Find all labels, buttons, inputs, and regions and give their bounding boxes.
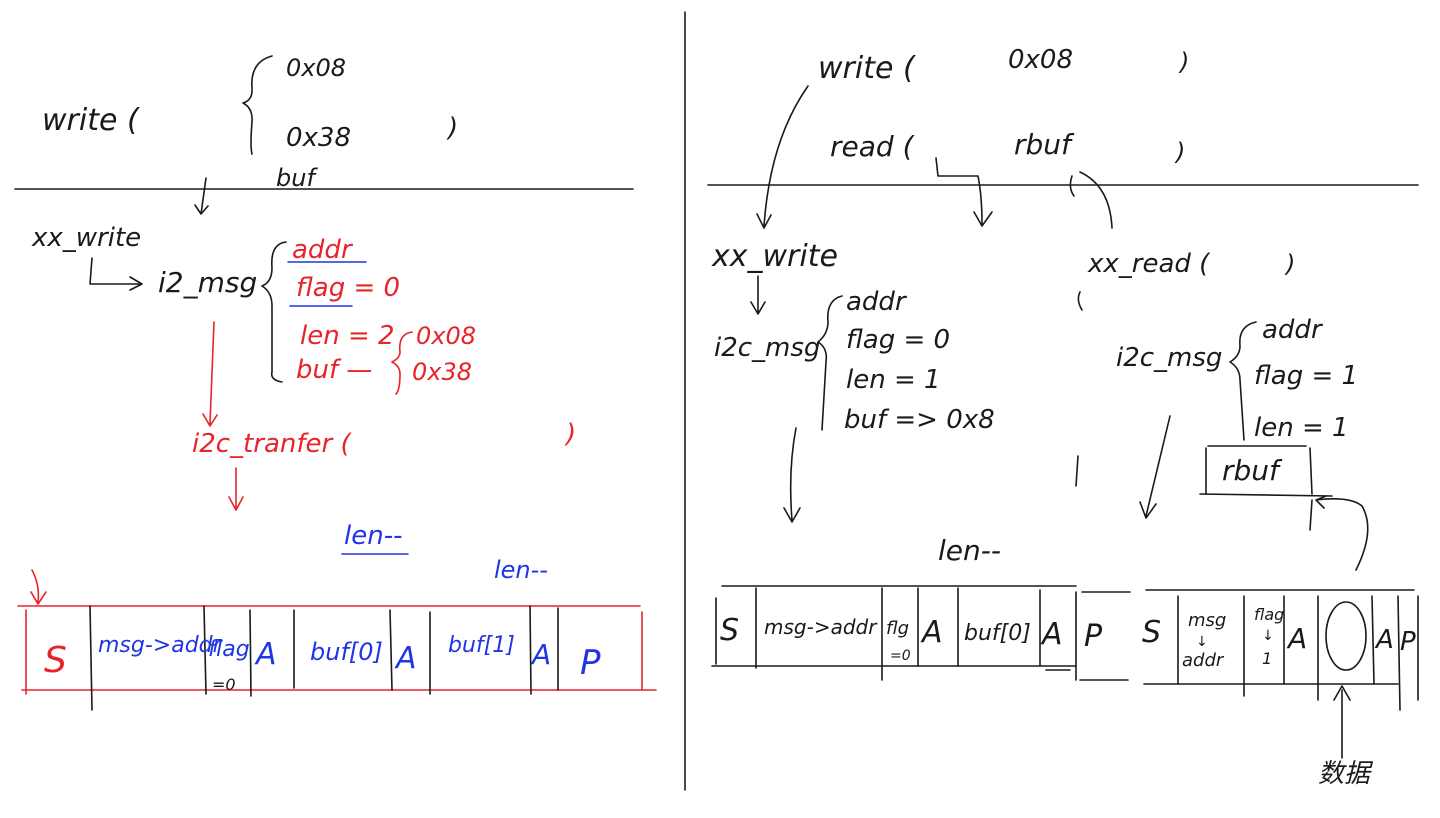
right-read-msg-arrow — [1139, 415, 1171, 519]
right-read-call: read ( — [830, 130, 915, 163]
left-frame-addr: msg->addr — [98, 633, 224, 658]
right-read-frame-stop: P — [1400, 627, 1416, 657]
right-read-field-rbuf: rbuf — [1222, 454, 1283, 487]
right-write-frame-lines — [711, 585, 1131, 681]
right-write-value: 0x08 — [1008, 45, 1073, 75]
right-rbuf-link — [1069, 171, 1113, 229]
left-frame-start: S — [44, 640, 67, 681]
left-buf-brace — [391, 331, 413, 395]
right-write-frame-ack-1: A — [920, 615, 943, 650]
left-top-value-2: 0x38 — [286, 123, 351, 153]
right-write-close: ) — [1178, 48, 1189, 76]
right-read-frame-lines — [1143, 589, 1415, 685]
right-read-field-addr: addr — [1262, 315, 1324, 345]
left-top-close-paren: ) — [446, 113, 458, 143]
right-xx-write-arrow — [750, 275, 766, 315]
right-xx-read-close: ) — [1284, 250, 1295, 278]
left-top-value-1: 0x08 — [286, 54, 346, 82]
right-read-frame-cell-dividers — [1177, 595, 1419, 711]
right-rbuf-box — [1199, 445, 1333, 497]
right-data-to-rbuf-arrow — [1315, 495, 1369, 571]
left-i2c-msg-label: i2_msg — [158, 266, 257, 299]
right-read-frame-flag: flag — [1254, 605, 1284, 624]
left-frame-ack-3: A — [530, 638, 551, 671]
right-write-msg-arrow — [783, 427, 801, 523]
right-write-frame-flag: flg — [886, 618, 909, 639]
left-frame-stop: P — [580, 643, 601, 683]
left-frame-ack-1: A — [254, 637, 277, 672]
right-write-msg-label: i2c_msg — [714, 333, 820, 363]
left-xx-write: xx_write — [31, 223, 141, 253]
right-write-frame-ack-2: A — [1040, 617, 1063, 652]
right-read-msg-brace — [1229, 321, 1257, 441]
right-write-frame-addr: msg->addr — [764, 615, 878, 639]
left-field-buf: buf — — [296, 355, 372, 385]
left-transfer-close: ) — [564, 419, 576, 449]
right-read-frame-msg-arrow: ↓ — [1196, 634, 1208, 650]
left-len-dec-2: len-- — [494, 556, 548, 584]
left-buf-value-2: 0x38 — [412, 358, 472, 386]
right-read-close: ) — [1174, 138, 1185, 166]
left-i2c-transfer: i2c_tranfer ( — [192, 429, 352, 459]
right-data-note: 数据 — [1318, 759, 1374, 789]
right-write-field-buf: buf => 0x8 — [844, 405, 995, 435]
right-read-field-flag: flag = 1 — [1254, 361, 1358, 391]
right-write-frame-start: S — [720, 613, 739, 648]
right-xx-read-tick — [1077, 291, 1083, 311]
right-read-arrow — [935, 157, 993, 227]
right-read-value: rbuf — [1014, 128, 1075, 161]
left-write-call: write ( — [42, 103, 140, 138]
left-red-arrow-to-transfer — [202, 321, 218, 427]
right-write-arrow — [756, 85, 809, 229]
left-top-brace — [242, 55, 273, 155]
right-read-msg-label: i2c_msg — [1116, 343, 1222, 373]
right-data-note-arrow — [1333, 685, 1351, 759]
left-frame-cell-dividers — [89, 605, 559, 711]
left-top-buf-label: buf — [276, 164, 318, 192]
left-msg-brace — [261, 241, 287, 383]
right-write-frame-flag-zero: =0 — [890, 648, 911, 664]
left-field-flag: flag = 0 — [296, 273, 400, 303]
right-write-field-addr: addr — [846, 287, 908, 317]
right-read-frame-msg: msg — [1188, 610, 1226, 631]
right-xx-read: xx_read ( — [1087, 249, 1211, 279]
left-xx-write-arrow — [89, 257, 143, 291]
left-frame-buf1: buf[1] — [448, 633, 515, 658]
right-write-frame-cell-dividers — [715, 587, 1077, 681]
left-frame-buf0: buf[0] — [310, 638, 383, 666]
left-field-len: len = 2 — [300, 321, 395, 351]
left-field-addr: addr — [292, 235, 354, 265]
right-read-field-len: len = 1 — [1254, 413, 1349, 443]
left-down-arrow — [194, 177, 209, 215]
right-xx-write: xx_write — [711, 239, 838, 274]
right-read-frame-data-byte — [1325, 601, 1367, 671]
right-write-msg-brace — [817, 295, 843, 431]
right-write-frame-stop: P — [1084, 619, 1103, 654]
left-frame-flag: flag — [208, 637, 250, 662]
right-stray-tick — [1075, 455, 1079, 487]
right-write-field-flag: flag = 0 — [846, 325, 950, 355]
left-red-arrow-frame — [30, 569, 47, 605]
right-write-field-len: len = 1 — [846, 365, 941, 395]
left-buf-value-1: 0x08 — [416, 322, 476, 350]
right-write-call: write ( — [818, 51, 916, 86]
right-read-frame-flag-arrow: ↓ — [1262, 628, 1274, 644]
right-read-frame-ack-1: A — [1286, 622, 1307, 655]
right-read-frame-ack-2: A — [1374, 625, 1394, 655]
right-read-frame-start: S — [1142, 615, 1161, 650]
left-frame-ack-2: A — [394, 641, 417, 676]
right-read-frame-flag-one: 1 — [1262, 649, 1272, 668]
right-write-frame-buf0: buf[0] — [964, 621, 1031, 646]
right-rbuf-tick — [1309, 499, 1313, 531]
right-read-frame-addr: addr — [1182, 650, 1225, 671]
left-frame-flag-zero: =0 — [212, 675, 236, 694]
right-len-dec: len-- — [938, 534, 1001, 567]
left-len-dec-1: len-- — [344, 521, 402, 551]
left-red-arrow-down — [228, 467, 244, 511]
